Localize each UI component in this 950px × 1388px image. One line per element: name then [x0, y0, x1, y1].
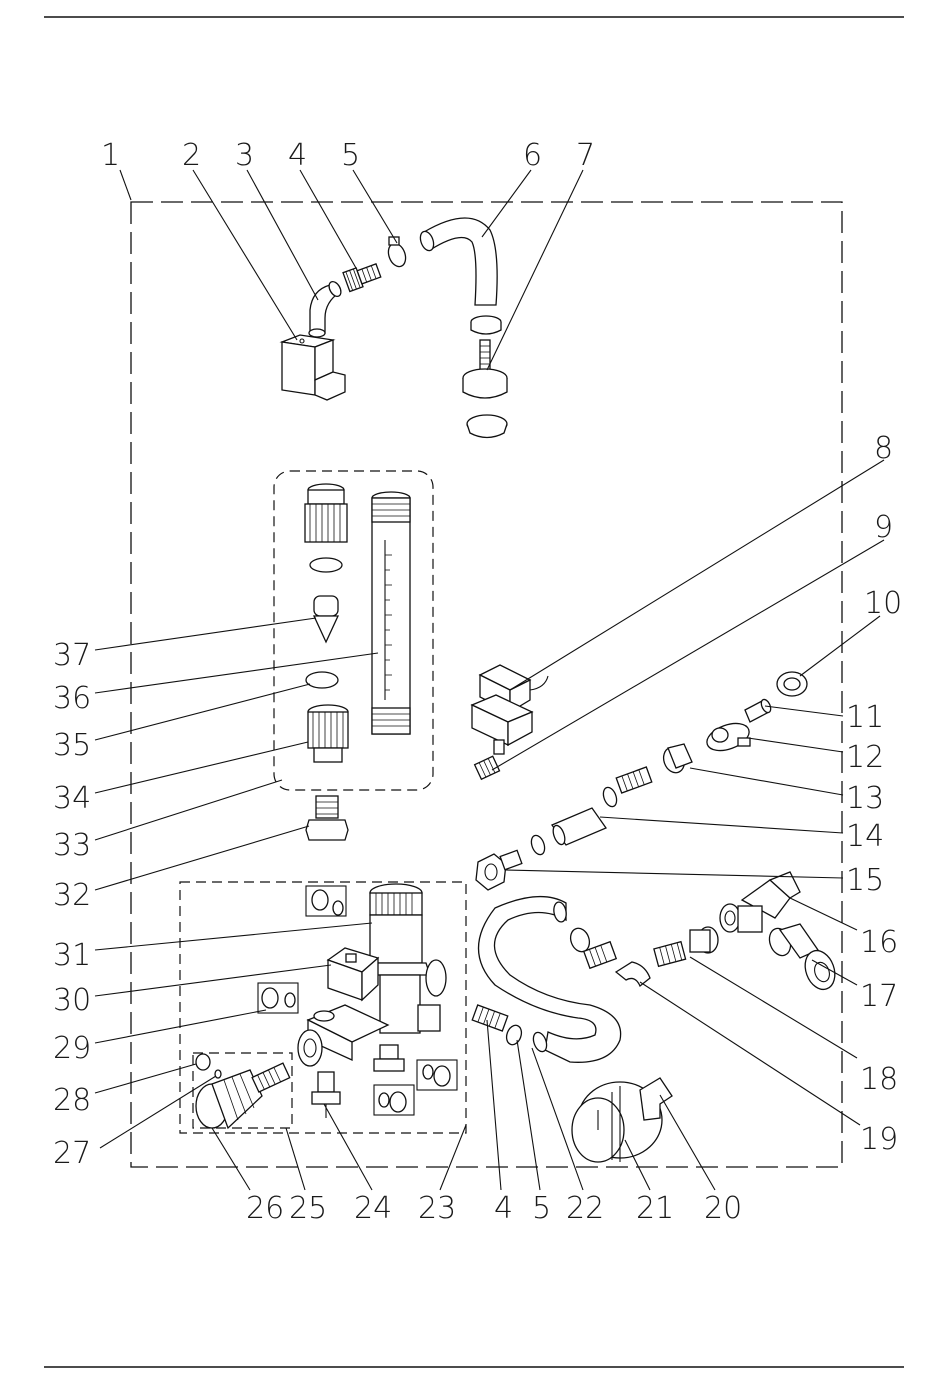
part-solenoid-coil	[328, 948, 378, 1000]
part-bracket	[282, 335, 345, 400]
part-o-ring-27	[215, 1070, 221, 1078]
callout-24: 24	[354, 1191, 392, 1226]
part-plug-top	[306, 886, 346, 916]
part-flow-tube	[372, 492, 410, 734]
callout-36: 36	[53, 681, 91, 716]
callout-28: 28	[53, 1083, 91, 1118]
part-float	[314, 596, 338, 642]
part-flowmeter-bottom-nut	[308, 705, 348, 762]
callout-32: 32	[53, 878, 91, 913]
part-solenoid	[472, 665, 548, 754]
callout-15: 15	[846, 863, 884, 898]
part-plug-29	[258, 983, 298, 1013]
part-coupler-12	[703, 718, 753, 756]
part-nipple-small	[374, 1045, 404, 1071]
callout-13: 13	[846, 781, 884, 816]
part-flowmeter-top-nut	[305, 484, 347, 542]
part-hose-section	[551, 808, 606, 846]
callout-3: 3	[235, 138, 254, 173]
part-outlet-manifold	[298, 1005, 388, 1066]
part-o-ring-upper	[310, 558, 342, 572]
callout-6: 6	[523, 138, 542, 173]
callout-10: 10	[864, 586, 902, 621]
callout-30: 30	[53, 983, 91, 1018]
callout-17: 17	[860, 979, 898, 1014]
callout-19: 19	[860, 1122, 898, 1157]
part-needle-valve	[196, 1063, 290, 1128]
callout-14: 14	[846, 819, 884, 854]
callout-29: 29	[53, 1031, 91, 1066]
part-hose-barb-top	[343, 261, 382, 291]
part-hex-nipple	[306, 796, 348, 840]
callout-7: 7	[576, 138, 595, 173]
callout-31: 31	[53, 938, 91, 973]
part-hose-bend	[418, 218, 497, 305]
part-o-ring-28	[196, 1054, 210, 1070]
part-o-ring-lower	[306, 672, 338, 688]
callout-35: 35	[53, 728, 91, 763]
part-clamp-lower	[529, 834, 547, 857]
callout-4-lower: 4	[494, 1191, 513, 1226]
callout-16: 16	[860, 925, 898, 960]
callout-34: 34	[53, 781, 91, 816]
part-connector	[567, 926, 616, 969]
part-valve-16	[720, 872, 800, 932]
callout-22: 22	[566, 1191, 604, 1226]
callout-2: 2	[182, 138, 201, 173]
callout-33: 33	[53, 828, 91, 863]
callout-9: 9	[874, 510, 893, 545]
callout-25: 25	[289, 1191, 327, 1226]
part-nipple-24	[312, 1072, 340, 1118]
part-hose-fitting-lower	[463, 316, 507, 438]
callout-20: 20	[704, 1191, 742, 1226]
part-cap-10	[777, 672, 807, 696]
part-nut-13	[660, 744, 692, 776]
part-elbow-20	[640, 1078, 672, 1120]
callout-8: 8	[874, 431, 893, 466]
callout-5-lower: 5	[532, 1191, 551, 1226]
part-fitting-18	[654, 927, 718, 966]
callout-5: 5	[341, 138, 360, 173]
part-barb-mid	[616, 767, 652, 793]
callout-23: 23	[418, 1191, 456, 1226]
part-clamp-bottom	[504, 1023, 524, 1047]
callout-4: 4	[288, 138, 307, 173]
part-hose-barb-lower	[472, 1005, 508, 1031]
callout-26: 26	[246, 1191, 284, 1226]
part-clamp-mid	[601, 786, 619, 809]
part-plug-bottom	[374, 1085, 414, 1115]
callout-27: 27	[53, 1136, 91, 1171]
callout-37: 37	[53, 638, 91, 673]
part-clamp-top	[385, 237, 408, 269]
callout-12: 12	[846, 740, 884, 775]
part-union-17	[766, 924, 840, 994]
part-nozzle-11	[745, 698, 773, 722]
callout-18: 18	[860, 1062, 898, 1097]
callout-1: 1	[101, 138, 120, 173]
callout-21: 21	[636, 1191, 674, 1226]
part-s-hose	[479, 897, 621, 1063]
part-plug-right	[417, 1060, 457, 1090]
part-elbow-19	[616, 962, 650, 986]
part-elbow	[309, 280, 343, 337]
callout-11: 11	[846, 700, 884, 735]
